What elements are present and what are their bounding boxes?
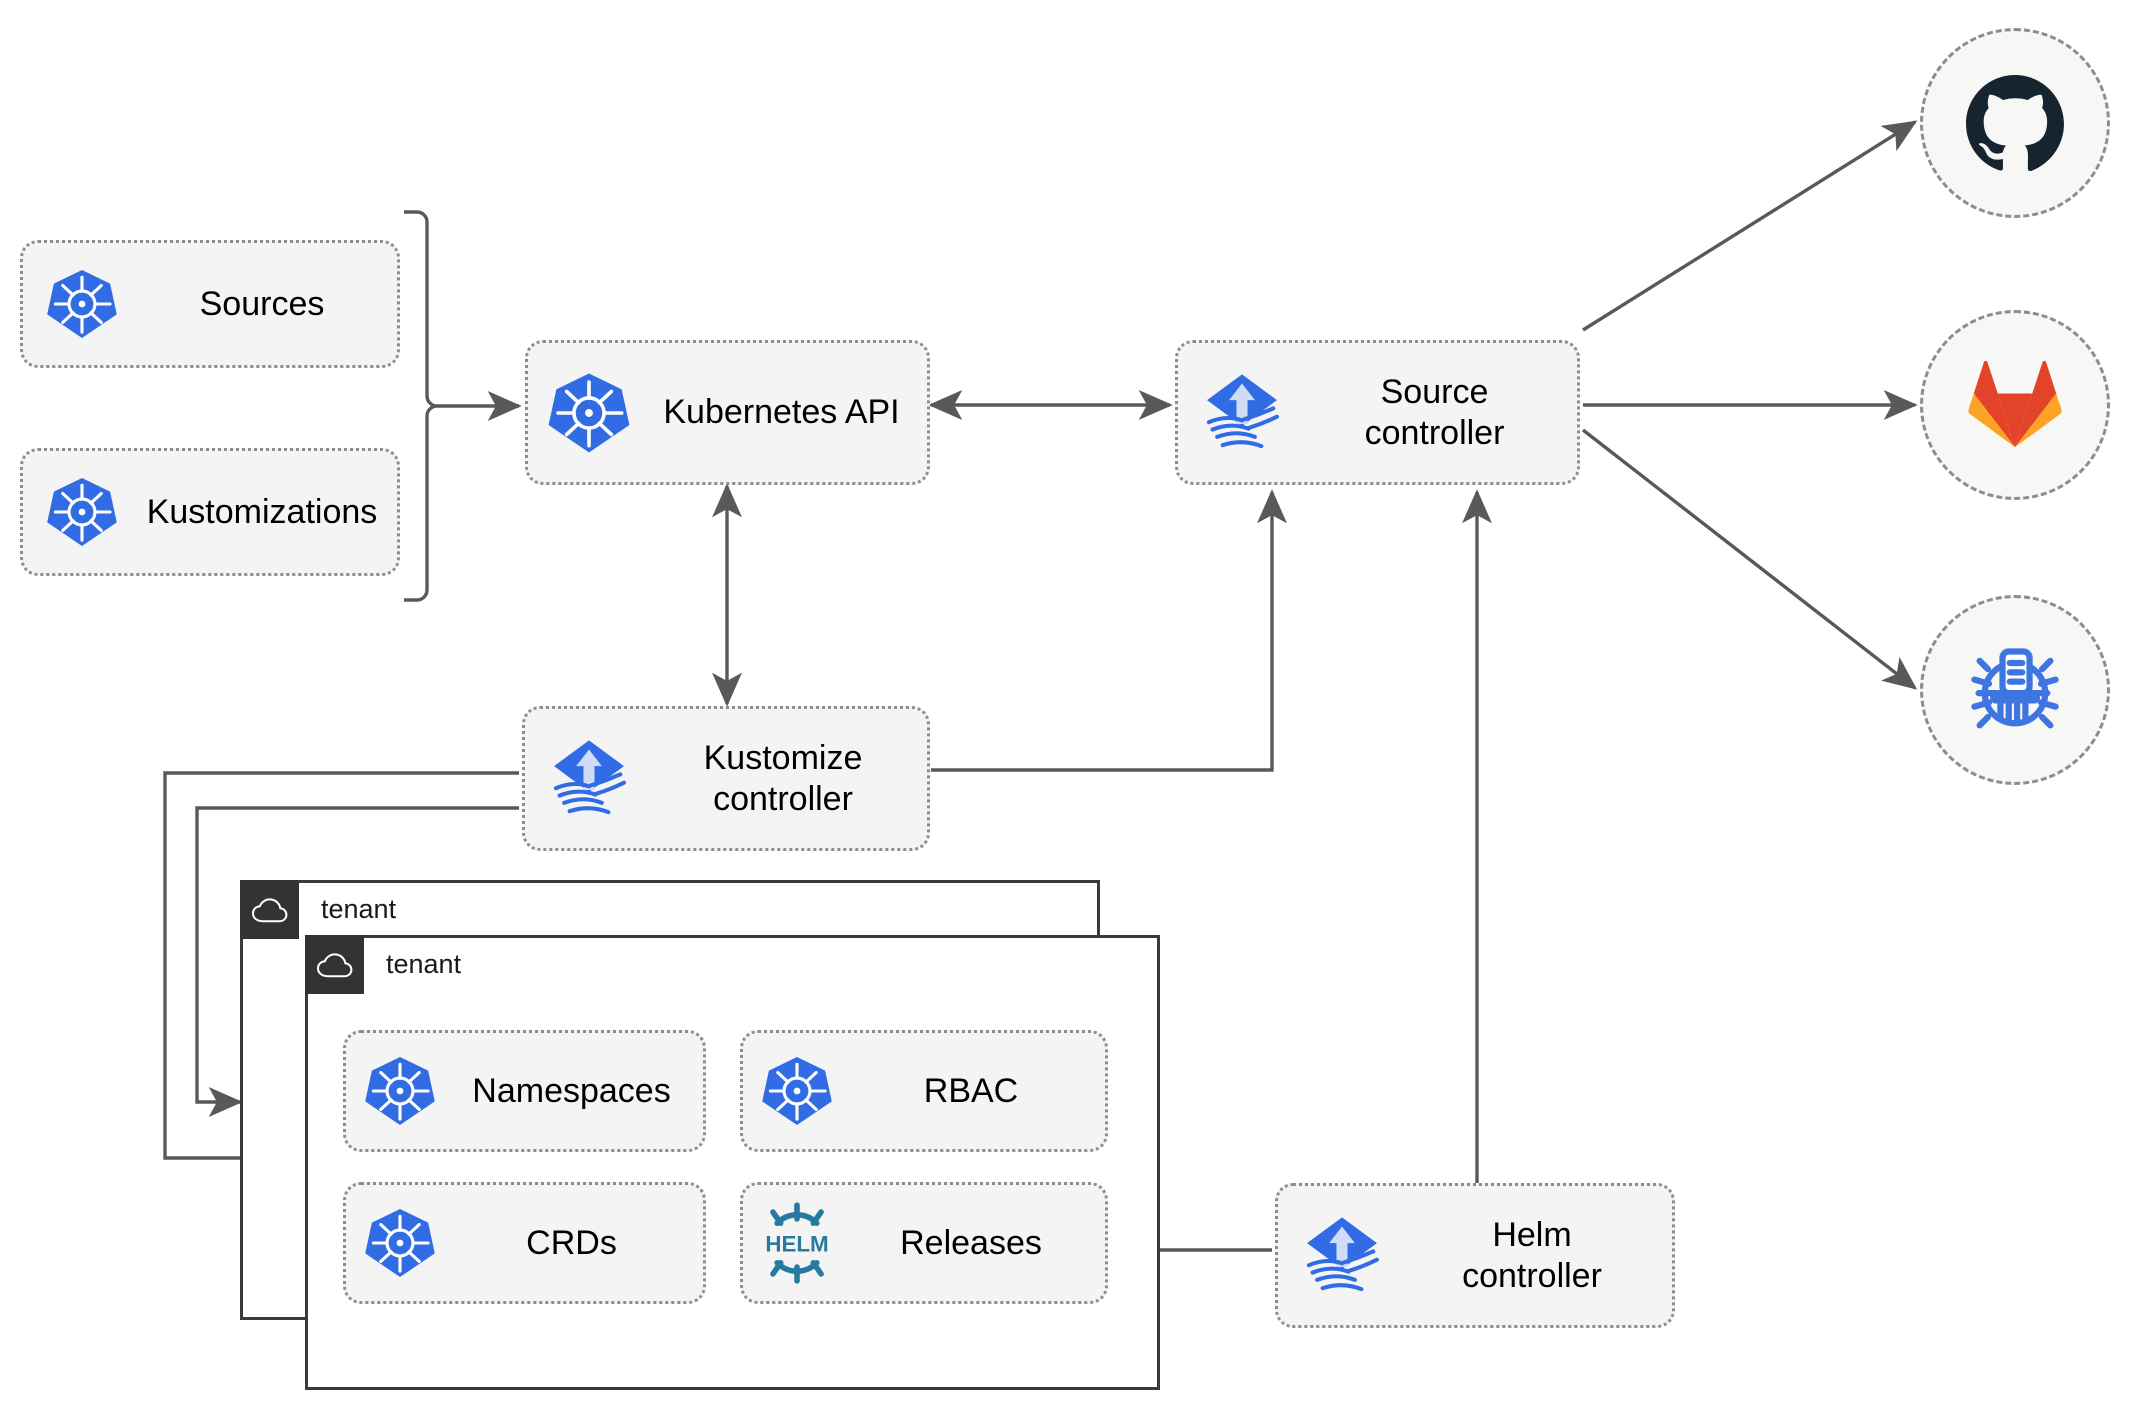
flux-icon <box>1178 367 1306 459</box>
node-crds[interactable]: CRDs <box>343 1182 706 1304</box>
edge-kustomize-to-tenant-inner <box>195 806 519 1117</box>
node-helm-controller[interactable]: Helm controller <box>1275 1183 1675 1328</box>
provider-github[interactable] <box>1920 28 2110 218</box>
cloud-icon <box>305 935 364 994</box>
helm-repository-icon <box>1971 648 2059 729</box>
flux-icon <box>1278 1210 1406 1302</box>
kubernetes-icon <box>528 370 650 456</box>
github-icon <box>1966 75 2064 172</box>
node-source-controller[interactable]: Source controller <box>1175 340 1580 485</box>
node-kustomizations-label: Kustomizations <box>146 492 378 531</box>
node-kustomize-controller-label: Kustomize controller <box>703 739 863 818</box>
edge-kustomize-to-tenant-outer <box>163 771 519 1173</box>
node-kubernetes-api[interactable]: Kubernetes API <box>525 340 930 485</box>
node-kubernetes-api-label: Kubernetes API <box>663 393 900 432</box>
tenant-outer-label: tenant <box>321 894 397 924</box>
node-helm-controller-label: Helm controller <box>1462 1216 1602 1295</box>
brace-connector <box>404 210 438 602</box>
node-source-controller-label: Source controller <box>1364 373 1505 452</box>
kubernetes-icon <box>23 475 141 549</box>
edge-source-to-github <box>1582 120 1918 332</box>
edge-kustomize-to-source <box>931 489 1287 772</box>
svg-text:HELM: HELM <box>765 1232 828 1257</box>
node-rbac[interactable]: RBAC <box>740 1030 1108 1152</box>
tenant-outer-header: tenant <box>240 880 396 939</box>
kubernetes-icon <box>743 1054 851 1128</box>
provider-gitlab[interactable] <box>1920 310 2110 500</box>
flux-icon <box>525 733 653 825</box>
kubernetes-icon <box>346 1206 454 1280</box>
node-sources-label: Sources <box>199 284 325 323</box>
node-sources[interactable]: Sources <box>20 240 400 368</box>
cloud-icon <box>240 880 299 939</box>
edge-source-to-bucket <box>1581 428 1918 690</box>
node-kustomizations[interactable]: Kustomizations <box>20 448 400 576</box>
node-releases-label: Releases <box>900 1223 1042 1262</box>
helm-icon: HELM <box>743 1200 851 1286</box>
node-kustomize-controller[interactable]: Kustomize controller <box>522 706 930 851</box>
tenant-inner-header: tenant <box>305 935 461 994</box>
tenant-inner-label: tenant <box>386 949 462 979</box>
node-crds-label: CRDs <box>526 1223 617 1262</box>
node-rbac-label: RBAC <box>923 1071 1019 1110</box>
kubernetes-icon <box>346 1054 454 1128</box>
node-namespaces-label: Namespaces <box>472 1071 671 1110</box>
kubernetes-icon <box>23 267 141 341</box>
node-releases[interactable]: HELM Releases <box>740 1182 1108 1304</box>
gitlab-icon <box>1968 360 2062 448</box>
provider-bucket[interactable] <box>1920 595 2110 785</box>
node-namespaces[interactable]: Namespaces <box>343 1030 706 1152</box>
tenant-inner-container: tenant <box>305 935 1160 1390</box>
